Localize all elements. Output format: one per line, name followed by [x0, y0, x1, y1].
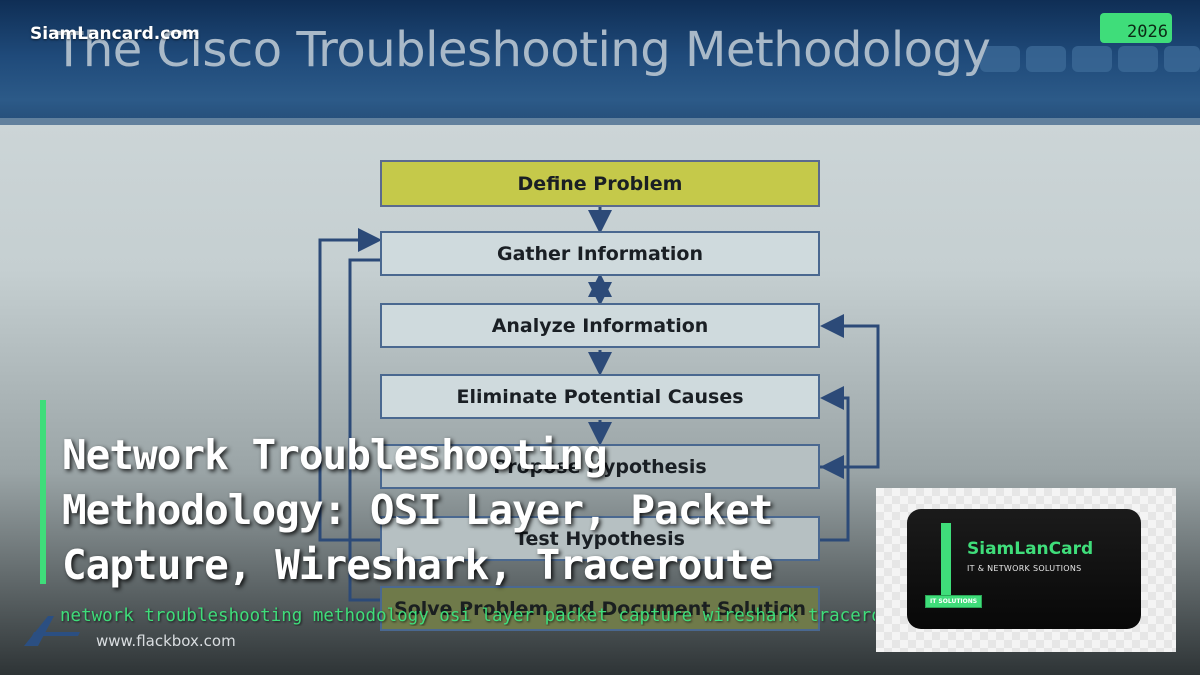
brand-logo-card: IT SOLUTIONS SiamLanCard IT & NETWORK SO… — [876, 488, 1176, 652]
step-solve-document: Solve Problem and Document Solution — [380, 586, 820, 631]
headline-line-1: Network Troubleshooting — [62, 431, 608, 479]
step-gather-information: Gather Information — [380, 231, 820, 276]
flackbox-url: www.flackbox.com — [96, 632, 236, 650]
slide-header-bar — [0, 0, 1200, 125]
keyword-subline: network troubleshooting methodology osi … — [60, 606, 875, 626]
header-decor-tile — [1164, 46, 1200, 72]
header-decor-tile — [980, 46, 1020, 72]
headline-line-2: Methodology: OSI Layer, Packet — [62, 486, 774, 534]
headline-accent-bar — [40, 400, 46, 584]
step-propose-hypothesis: Propose Hypothesis — [380, 444, 820, 489]
year-badge: 2026 — [1100, 13, 1172, 43]
step-test-hypothesis: Test Hypothesis — [380, 516, 820, 561]
flackbox-logo-icon — [24, 616, 80, 646]
header-underline — [0, 118, 1200, 125]
step-define-problem: Define Problem — [380, 160, 820, 207]
slide-title: The Cisco Troubleshooting Methodology — [54, 22, 991, 78]
brand-logo: IT SOLUTIONS SiamLanCard IT & NETWORK SO… — [907, 509, 1141, 629]
site-watermark: SiamLancard.com — [30, 24, 200, 44]
step-analyze-information: Analyze Information — [380, 303, 820, 348]
headline-line-3: Capture, Wireshark, Traceroute — [62, 541, 774, 589]
header-decor-tile — [1026, 46, 1066, 72]
header-decor-tile — [1072, 46, 1112, 72]
brand-stripe — [941, 523, 951, 599]
loop-gather-down — [348, 258, 380, 602]
brand-tagline: IT & NETWORK SOLUTIONS — [967, 564, 1082, 573]
headline: Network Troubleshooting Methodology: OSI… — [62, 428, 822, 593]
brand-tag: IT SOLUTIONS — [925, 595, 983, 608]
header-decor-tile — [1118, 46, 1158, 72]
step-eliminate-causes: Eliminate Potential Causes — [380, 374, 820, 419]
brand-name: SiamLanCard — [967, 539, 1094, 559]
loop-test-to-eliminate — [820, 386, 850, 542]
